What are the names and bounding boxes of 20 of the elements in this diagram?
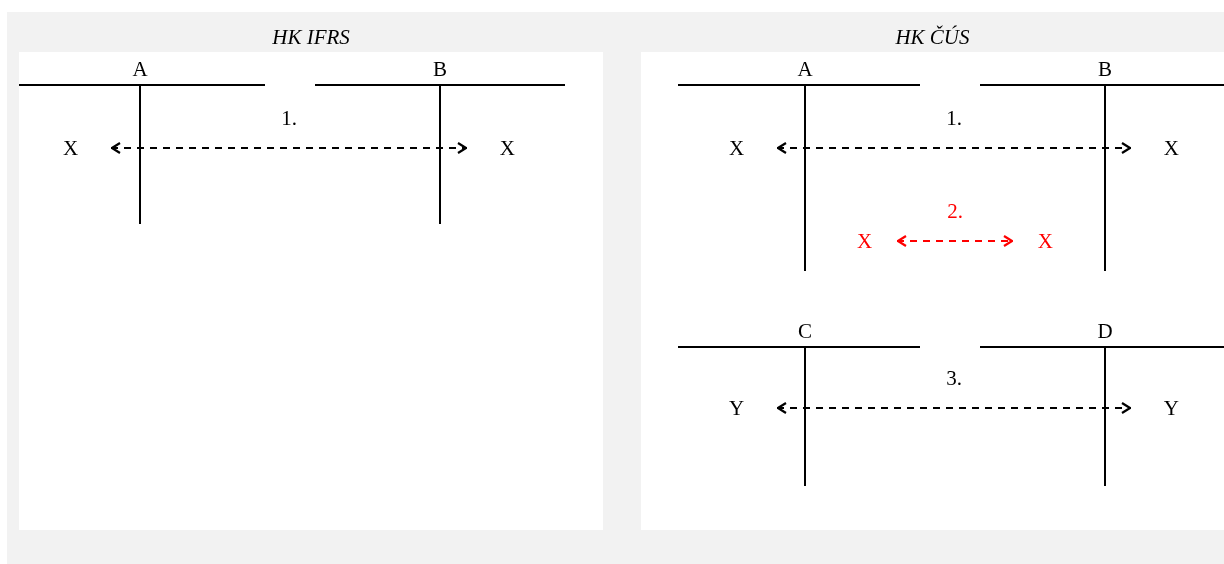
panel-heading: HK ČÚS (895, 25, 970, 49)
account-title: B (1097, 58, 1113, 80)
account-title: D (1096, 320, 1114, 342)
double-arrow (896, 234, 1014, 248)
amount-text: Y (1131, 395, 1179, 421)
amount-text: X (729, 135, 777, 161)
double-arrow (776, 141, 1132, 155)
amount-text: X (63, 135, 111, 161)
amount-text: X (1013, 228, 1053, 254)
double-arrow (110, 141, 468, 155)
amount-text: Y (729, 395, 777, 421)
double-arrow (776, 401, 1132, 415)
account-title: A (796, 58, 814, 80)
account-title: C (797, 320, 813, 342)
panel-heading: HK IFRS (272, 25, 350, 49)
account-title: A (131, 58, 149, 80)
amount-text: X (1131, 135, 1179, 161)
account-title: B (432, 58, 448, 80)
amount-text: X (857, 228, 897, 254)
amount-text: X (467, 135, 515, 161)
